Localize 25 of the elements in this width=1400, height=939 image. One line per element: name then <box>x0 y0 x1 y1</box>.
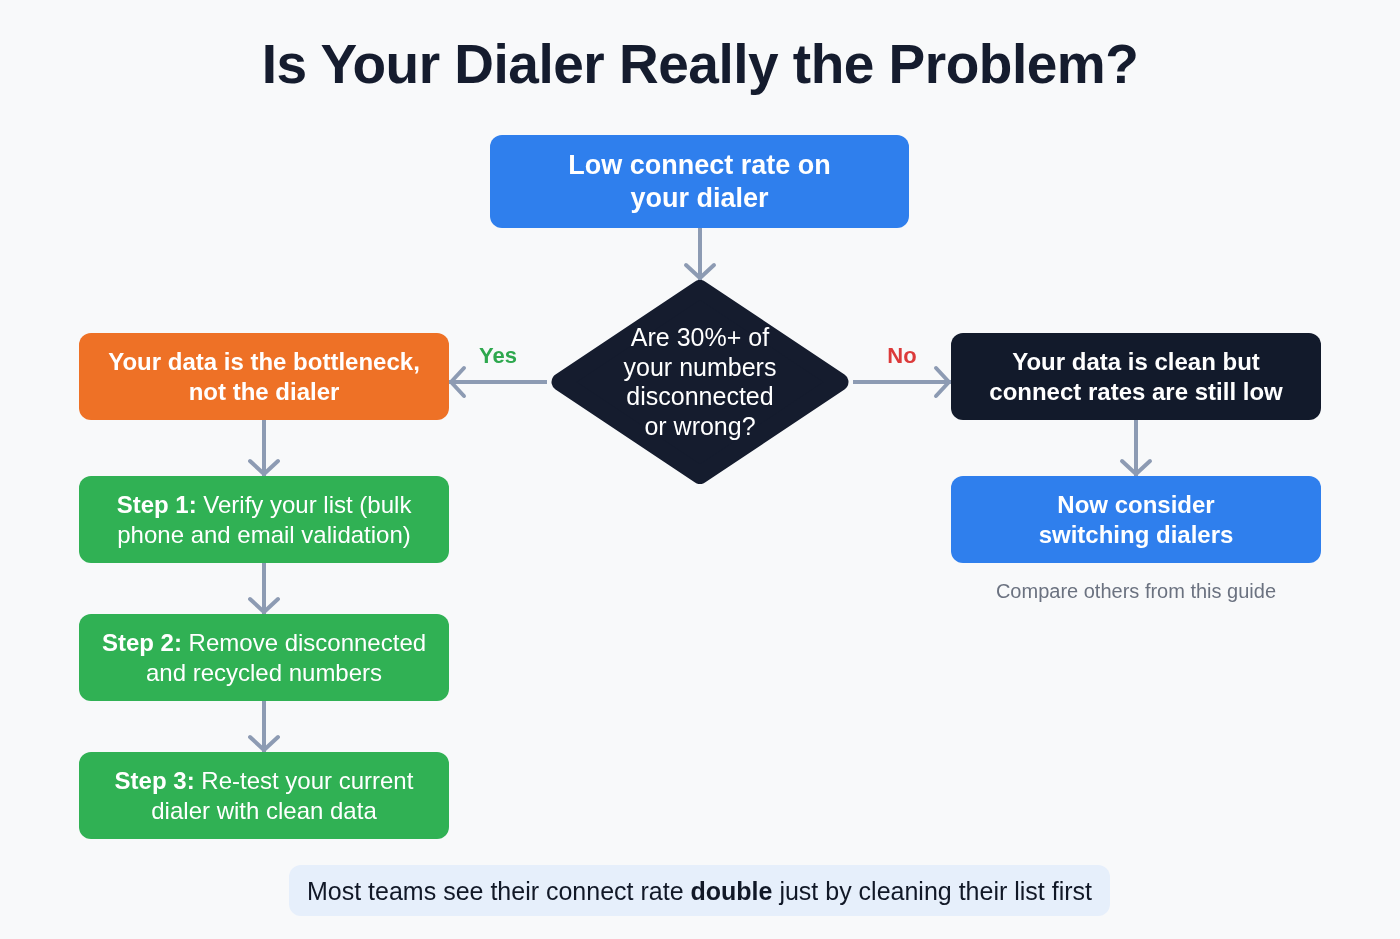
arrow <box>1120 420 1152 476</box>
step-box <box>79 752 449 839</box>
arrow <box>248 420 280 476</box>
result-box <box>79 333 449 420</box>
result-box <box>951 333 1321 420</box>
node-label: Step 3: Re-test your current dialer with clean data <box>113 766 415 825</box>
step-box <box>79 614 449 701</box>
node-label: Low connect rate on your dialer <box>567 149 832 214</box>
arrow <box>248 701 280 752</box>
caption-text: Compare others from this guide <box>994 579 1278 604</box>
arrow <box>684 228 716 280</box>
node-label: Now consider switching dialers <box>1037 490 1235 549</box>
node-label: Are 30%+ of your numbers disconnected or wrong? <box>622 323 778 441</box>
step-box <box>79 476 449 563</box>
process-box <box>490 135 909 228</box>
node-label: Most teams see their connect rate double just by cleaning their list first <box>307 875 1092 906</box>
arrow <box>248 563 280 614</box>
node-label: Your data is clean but connect rates are still low <box>988 347 1284 406</box>
arrow <box>449 366 547 398</box>
node-label: Step 1: Verify your list (bulk phone and email validation) <box>115 490 413 549</box>
title: Is Your Dialer Really the Problem? <box>260 32 1140 97</box>
node-label: Step 2: Remove disconnected and recycled numbers <box>100 628 428 687</box>
arrow <box>853 366 951 398</box>
action-box <box>951 476 1321 563</box>
node-label: Your data is the bottleneck, not the dialer <box>107 347 421 406</box>
